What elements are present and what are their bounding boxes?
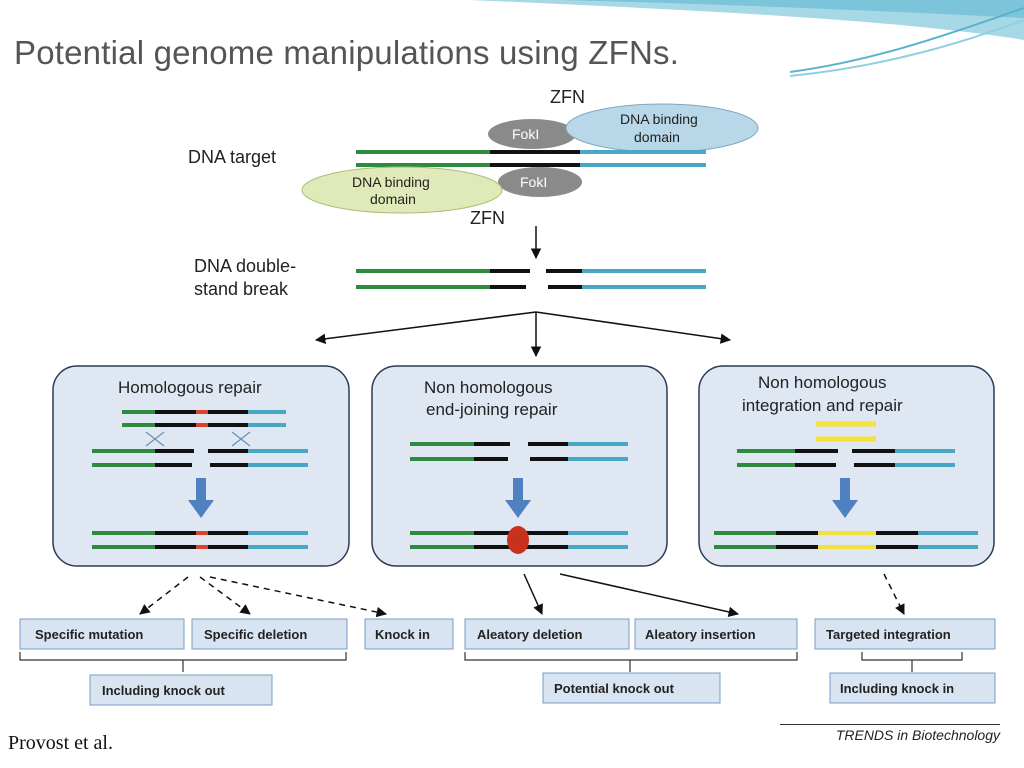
integration-result-dna <box>714 531 978 549</box>
arrow-to-specific-mutation <box>139 576 189 615</box>
outcome-knock-in-box <box>364 618 454 650</box>
header-wave-dark <box>560 0 1024 18</box>
arrow-to-homologous <box>314 311 537 345</box>
nhej-down-arrow <box>505 478 531 518</box>
arrow-to-aleatory-deletion <box>523 573 543 615</box>
outcome-specific-deletion: Specific deletion <box>204 627 307 642</box>
outcome-aleatory-deletion: Aleatory deletion <box>477 627 583 642</box>
citation: Provost et al. <box>8 732 113 754</box>
header-wave-line-2 <box>789 19 1024 77</box>
dsb-label-line2: stand break <box>194 279 289 299</box>
outcome-including-knock-in: Including knock in <box>840 681 954 696</box>
source-credit: TRENDS in Biotechnology <box>780 724 1000 743</box>
outcome-including-knock-in-box <box>829 672 996 704</box>
dsb-dna <box>356 269 706 289</box>
zfn-bottom-label: ZFN <box>470 208 505 228</box>
panel-nhej-repair <box>371 365 668 567</box>
dna-binding-domain-bottom <box>301 166 503 214</box>
homologous-donor <box>122 410 286 427</box>
bracket-integration-outcomes <box>861 652 963 672</box>
integration-broken-dna <box>737 449 955 467</box>
arrow-to-specific-deletion <box>199 576 251 615</box>
fokl-top-label: FokI <box>512 126 539 142</box>
panel-nhej-title-line2: end-joining repair <box>426 400 558 419</box>
outcome-targeted-integration-box <box>814 618 996 650</box>
dna-binding-domain-top-line2: domain <box>634 129 680 145</box>
fokl-bottom-domain <box>498 167 582 197</box>
homologous-result-dna <box>92 531 308 549</box>
bracket-nhej-outcomes <box>464 652 798 672</box>
fokl-bottom-label: FokI <box>520 174 547 190</box>
zfn-top-label: ZFN <box>550 87 585 107</box>
arrow-to-aleatory-insertion <box>559 573 740 618</box>
header-wave-line <box>789 7 1024 73</box>
arrow-to-targeted-integration <box>883 573 905 615</box>
homologous-broken-dna <box>92 449 308 467</box>
bracket-homologous-outcomes <box>19 652 347 672</box>
nhej-broken-dna <box>410 442 628 461</box>
dna-binding-domain-top-line1: DNA binding <box>620 111 698 127</box>
outcome-aleatory-deletion-box <box>464 618 630 650</box>
outcome-aleatory-insertion-box <box>634 618 798 650</box>
panel-integration-title-line2: integration and repair <box>742 396 903 415</box>
integration-down-arrow <box>832 478 858 518</box>
outcome-potential-knock-out: Potential knock out <box>554 681 675 696</box>
dna-binding-domain-bottom-line1: DNA binding <box>352 174 430 190</box>
panel-integration-title-line1: Non homologous <box>758 373 887 392</box>
nhej-result-dna <box>410 526 628 554</box>
outcome-targeted-integration: Targeted integration <box>826 627 951 642</box>
outcome-aleatory-insertion: Aleatory insertion <box>645 627 756 642</box>
slide-title: Potential genome manipulations using ZFN… <box>14 34 680 71</box>
dna-target-label: DNA target <box>188 147 276 167</box>
panel-homologous-repair <box>52 365 350 567</box>
outcome-specific-mutation: Specific mutation <box>35 627 143 642</box>
panel-integration-repair <box>698 365 995 567</box>
outcome-knock-in: Knock in <box>375 627 430 642</box>
dsb-label-line1: DNA double- <box>194 256 296 276</box>
arrow-to-integration <box>535 311 732 344</box>
arrow-to-knock-in <box>209 576 388 618</box>
fokl-top-domain <box>488 119 576 149</box>
outcome-potential-knock-out-box <box>542 672 721 704</box>
outcome-including-knock-out: Including knock out <box>102 683 225 698</box>
homologous-down-arrow <box>188 478 214 518</box>
header-waves <box>470 0 1024 77</box>
outcome-including-knock-out-box <box>89 674 273 706</box>
panel-nhej-title-line1: Non homologous <box>424 378 553 397</box>
panel-homologous-title: Homologous repair <box>118 378 262 397</box>
outcome-specific-deletion-box <box>191 618 348 650</box>
integration-insert <box>816 421 876 442</box>
outcome-specific-mutation-box <box>19 618 185 650</box>
homologous-crossover <box>145 431 251 447</box>
dna-binding-domain-bottom-line2: domain <box>370 191 416 207</box>
